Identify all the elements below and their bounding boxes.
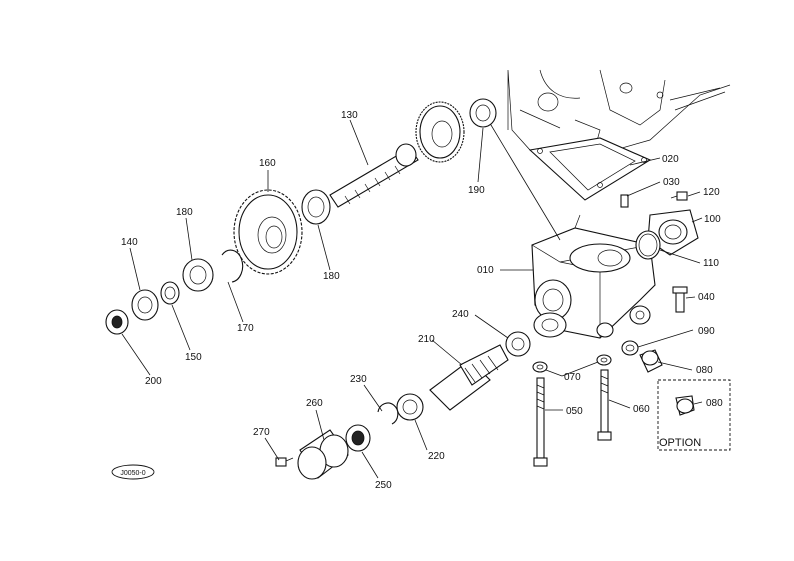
- option-box: OPTION: [657, 379, 731, 451]
- label-180a: 180: [176, 207, 193, 218]
- pinion-210: [429, 344, 509, 411]
- label-130: 130: [341, 110, 358, 121]
- drawing-code-stamp: J0050-0: [111, 464, 155, 480]
- plug-080: [639, 349, 663, 373]
- label-030: 030: [663, 177, 680, 188]
- label-040: 040: [698, 292, 715, 303]
- housing-010: [484, 114, 656, 339]
- label-240: 240: [452, 309, 469, 320]
- label-020: 020: [662, 154, 679, 165]
- washers-070: [532, 354, 612, 373]
- label-100: 100: [704, 214, 721, 225]
- label-210: 210: [418, 334, 435, 345]
- gasket-020: [528, 137, 652, 201]
- oring-110: [635, 230, 661, 260]
- leader-lines: [121, 119, 703, 479]
- gear-160: [233, 189, 303, 275]
- bolt-120: [670, 191, 688, 201]
- label-140: 140: [121, 237, 138, 248]
- label-170: 170: [237, 323, 254, 334]
- label-200: 200: [145, 376, 162, 387]
- label-070: 070: [564, 372, 581, 383]
- snapring-230: [377, 402, 399, 425]
- drawing-code: J0050-0: [120, 470, 145, 477]
- label-270: 270: [253, 427, 270, 438]
- part-labels: 130 160 180 140 170 180 190 150 200 020 …: [121, 110, 723, 491]
- label-010: 010: [477, 265, 494, 276]
- label-060: 060: [633, 404, 650, 415]
- label-160: 160: [259, 158, 276, 169]
- gear-top: [415, 101, 465, 163]
- cap-260: [297, 429, 349, 480]
- option-label: OPTION: [659, 437, 701, 449]
- bearing-140: [131, 289, 159, 321]
- label-090: 090: [698, 326, 715, 337]
- label-250: 250: [375, 480, 392, 491]
- seal-250: [345, 424, 371, 452]
- washer-090: [621, 340, 639, 356]
- shaft-130: [329, 143, 419, 208]
- bearing-220: [396, 393, 424, 421]
- snapring-170: [221, 249, 244, 283]
- bolt-060: [597, 369, 612, 441]
- bolt-050: [533, 377, 548, 467]
- bolt-030: [620, 194, 629, 208]
- label-230: 230: [350, 374, 367, 385]
- label-080a: 080: [696, 365, 713, 376]
- seal-200: [105, 309, 129, 335]
- label-120: 120: [703, 187, 720, 198]
- label-260: 260: [306, 398, 323, 409]
- bearing-180a: [182, 258, 214, 292]
- label-190: 190: [468, 185, 485, 196]
- label-110: 110: [703, 258, 719, 269]
- bearing-190: [469, 98, 497, 128]
- label-180b: 180: [323, 271, 340, 282]
- bolt-040: [672, 286, 688, 313]
- bearing-180b: [301, 189, 331, 225]
- label-220: 220: [428, 451, 445, 462]
- spacer-150: [160, 281, 180, 305]
- engine-casting: [507, 69, 731, 161]
- label-080b: 080: [706, 398, 723, 409]
- label-150: 150: [185, 352, 202, 363]
- bolt-270: [275, 457, 294, 467]
- bearing-240: [505, 331, 531, 357]
- label-050: 050: [566, 406, 583, 417]
